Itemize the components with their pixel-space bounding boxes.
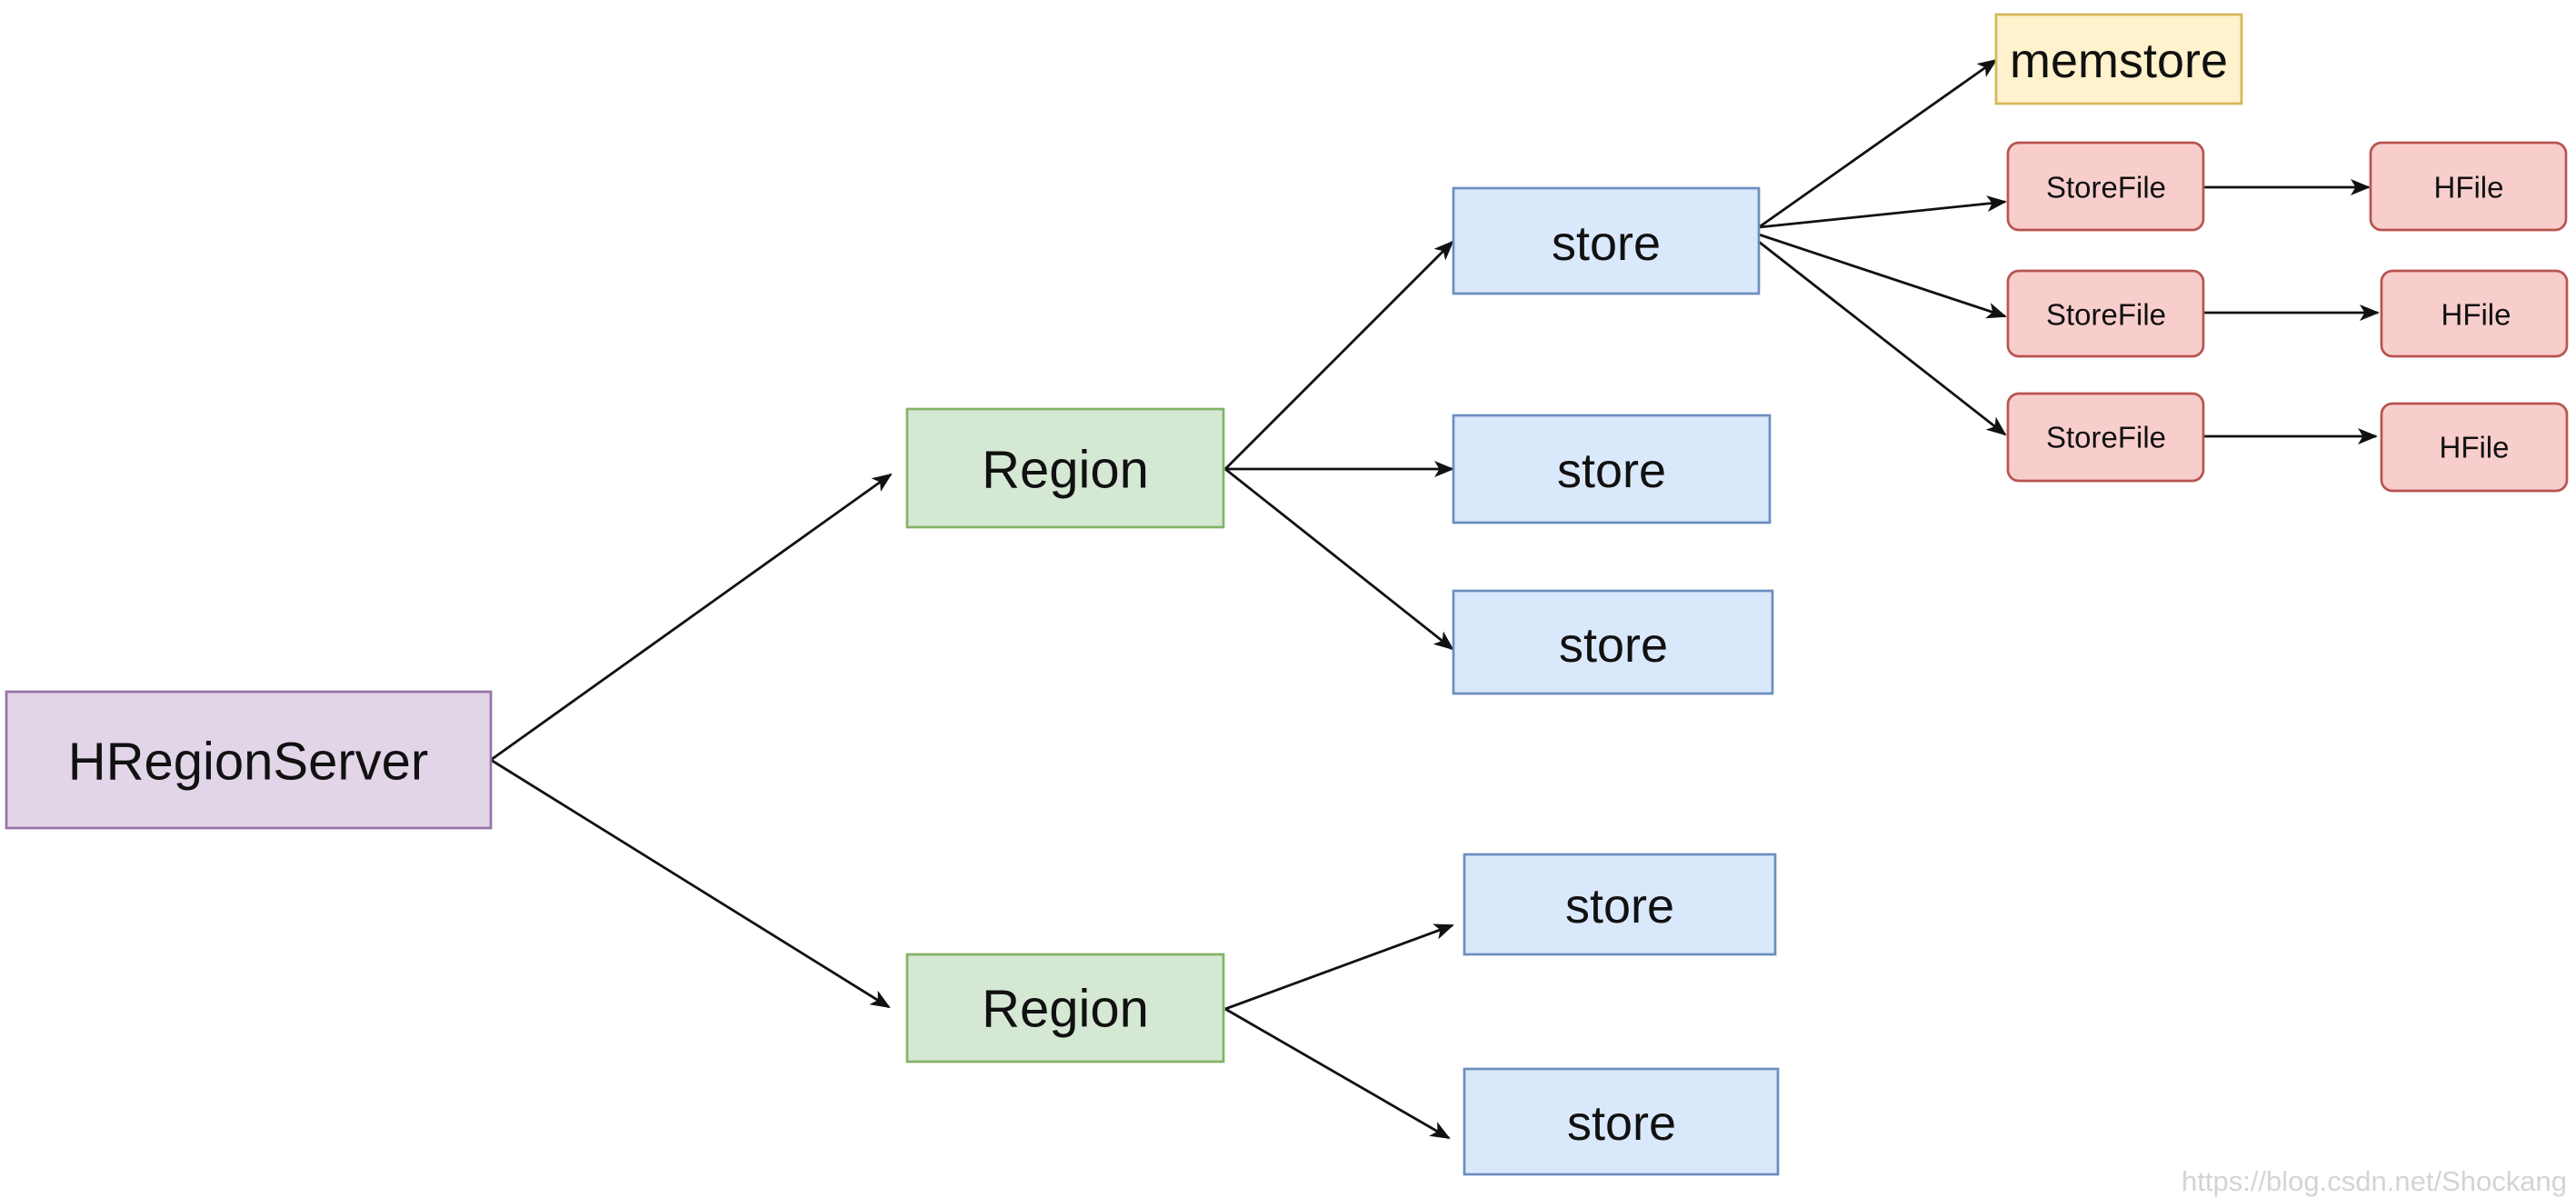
hfile-label: HFile	[2433, 171, 2503, 205]
store-label: store	[1565, 879, 1674, 933]
store-node-3: store	[1452, 589, 1774, 695]
storefile-label: StoreFile	[2046, 421, 2166, 454]
region-node-2: Region	[905, 953, 1225, 1063]
edge-region-1-store-1	[1224, 240, 1454, 470]
edge-region-2-store-5	[1224, 1007, 1451, 1140]
store-label: store	[1552, 216, 1661, 271]
hregionserver-label: HRegionServer	[68, 733, 429, 792]
region-label: Region	[982, 980, 1149, 1039]
store-label: store	[1567, 1096, 1676, 1151]
hfile-node-2: HFile	[2380, 269, 2569, 358]
storefile-node-1: StoreFile	[2006, 141, 2205, 232]
hfile-node-1: HFile	[2369, 141, 2568, 232]
hfile-node-3: HFile	[2380, 402, 2569, 493]
hfile-label: HFile	[2439, 431, 2509, 464]
edge-store-1-storefile-3	[1758, 240, 2007, 436]
region-label: Region	[982, 441, 1149, 500]
store-node-4: store	[1463, 853, 1777, 956]
store-node-1: store	[1452, 186, 1761, 295]
memstore-label: memstore	[2010, 34, 2228, 88]
edge-store-1-memstore	[1758, 58, 1998, 229]
storefile-label: StoreFile	[2046, 171, 2166, 205]
memstore-node: memstore	[1994, 13, 2243, 105]
store-node-5: store	[1463, 1067, 1780, 1176]
edges	[490, 58, 2380, 1140]
store-label: store	[1557, 444, 1666, 498]
storefile-node-2: StoreFile	[2006, 269, 2205, 358]
edge-hregionserver-region-1	[490, 473, 893, 762]
edge-store-1-storefile-2	[1758, 233, 2007, 319]
region-node-1: Region	[905, 407, 1225, 529]
edge-hregionserver-region-2	[490, 758, 891, 1009]
hfile-label: HFile	[2441, 298, 2511, 332]
store-node-2: store	[1452, 414, 1772, 524]
store-label: store	[1559, 618, 1668, 673]
storefile-label: StoreFile	[2046, 298, 2166, 332]
hregionserver-node: HRegionServer	[5, 690, 493, 830]
edge-region-2-store-4	[1224, 923, 1454, 1011]
storefile-node-3: StoreFile	[2006, 392, 2205, 483]
edge-region-1-store-3	[1224, 467, 1454, 651]
edge-store-1-storefile-1	[1758, 195, 2007, 229]
watermark-text: https://blog.csdn.net/Shockang	[2182, 1165, 2567, 1197]
